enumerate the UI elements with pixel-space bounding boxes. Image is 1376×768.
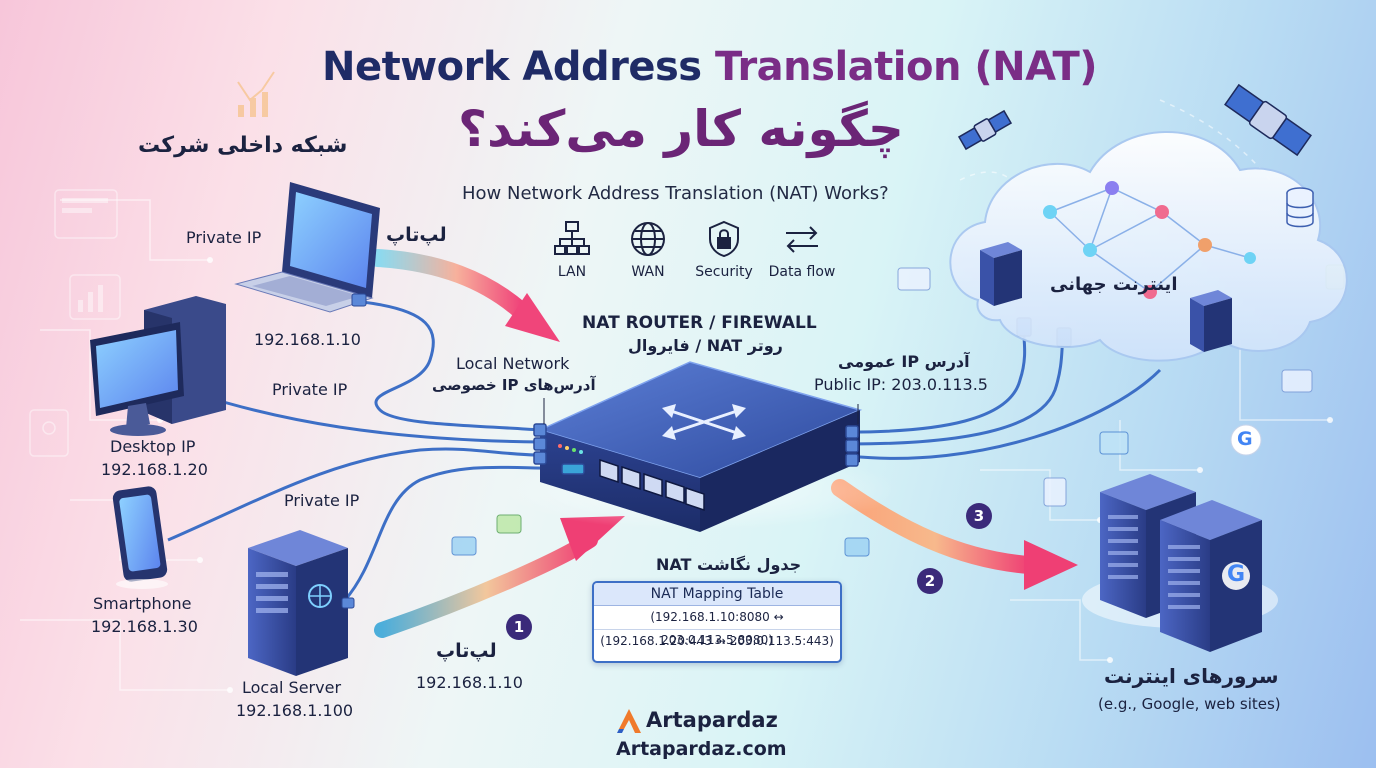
flow-arrows	[369, 249, 1078, 638]
lan-cables	[167, 300, 571, 601]
brand-name: Artapardaz	[646, 708, 778, 732]
public-ip-label-fa: آدرس IP عمومی	[838, 352, 970, 371]
nat-router-device	[500, 361, 900, 653]
step-badge-1: 1	[506, 614, 532, 640]
laptop-private-ip-tag: Private IP	[186, 228, 262, 247]
legend-lan-label: LAN	[557, 264, 587, 280]
subtitle: How Network Address Translation (NAT) Wo…	[462, 183, 889, 204]
smartphone-private-ip-tag: Private IP	[284, 491, 360, 510]
step-badge-3: 3	[966, 503, 992, 529]
smartphone-name-label: Smartphone	[93, 594, 192, 613]
internal-network-title: شبکه داخلی شرکت	[138, 133, 348, 158]
brand-website-link[interactable]: Artapardaz.com	[616, 738, 787, 760]
internet-servers-label: سرورهای اینترنت	[1104, 664, 1279, 688]
flow-source-ip: 192.168.1.10	[416, 673, 523, 692]
artapardaz-logo-icon	[616, 707, 642, 735]
desktop-ip-label: 192.168.1.20	[101, 460, 208, 479]
database-icon	[1286, 187, 1314, 228]
laptop-device	[234, 182, 380, 313]
laptop-ip-label: 192.168.1.10	[254, 330, 361, 349]
google-g-icon: G	[1237, 428, 1253, 450]
server-ip-label: 192.168.1.100	[236, 701, 354, 720]
desktop-private-ip-tag: Private IP	[272, 380, 348, 399]
public-ip-value: Public IP: 203.0.113.5	[814, 375, 988, 394]
step-badge-2: 2	[917, 568, 943, 594]
title-part-dark: Network Address	[322, 44, 716, 90]
main-title: Network Address Translation (NAT)	[322, 44, 1098, 90]
data-flow-arrows-icon	[782, 219, 822, 259]
satellite-icons	[957, 83, 1312, 157]
legend-wan-label: WAN	[631, 264, 665, 280]
title-persian: چگونه کار می‌کند؟	[458, 100, 904, 158]
internet-servers	[1082, 474, 1278, 652]
google-g-server-icon: G	[1227, 562, 1246, 587]
nat-table-title-fa: جدول نگاشت NAT	[656, 555, 802, 574]
security-shield-icon	[704, 219, 744, 259]
legend-dataflow-label: Data flow	[768, 264, 836, 280]
legend-security-label: Security	[695, 264, 753, 280]
nat-table-row: (192.168.1.10:8080 ↔ 203.0.113.5:8080)	[650, 610, 784, 647]
smartphone-device	[112, 486, 168, 589]
router-title-fa: روتر NAT / فایروال	[628, 336, 783, 355]
faint-widgets-left	[29, 71, 275, 457]
global-internet-label: اینترنت جهانی	[1050, 274, 1178, 295]
nat-mapping-table: NAT Mapping Table (192.168.1.10:8080 ↔ 2…	[592, 581, 842, 663]
smartphone-ip-label: 192.168.1.30	[91, 617, 198, 636]
router-title: NAT ROUTER / FIREWALL	[582, 313, 817, 333]
laptop-name-label: لپ‌تاپ	[386, 224, 447, 246]
desktop-device	[90, 296, 226, 436]
internet-servers-example: (e.g., Google, web sites)	[1098, 695, 1281, 713]
private-ips-label: آدرس‌های IP خصوصی	[432, 376, 596, 394]
google-badge-icon	[1230, 424, 1262, 456]
local-network-label: Local Network	[456, 354, 570, 373]
local-server-device	[248, 530, 355, 676]
nat-table-row: (192.168.1.20:443 ↔ 203.0.113.5:443)	[594, 629, 840, 653]
desktop-name-label: Desktop IP	[110, 437, 196, 456]
flow-source-name: لپ‌تاپ	[436, 640, 497, 662]
internet-cloud	[949, 131, 1348, 362]
wan-globe-icon	[628, 219, 668, 259]
title-part-purple: Translation (NAT)	[715, 44, 1098, 90]
lan-icon	[552, 219, 592, 259]
server-name-label: Local Server	[242, 678, 342, 697]
nat-table-header: NAT Mapping Table	[594, 583, 840, 606]
